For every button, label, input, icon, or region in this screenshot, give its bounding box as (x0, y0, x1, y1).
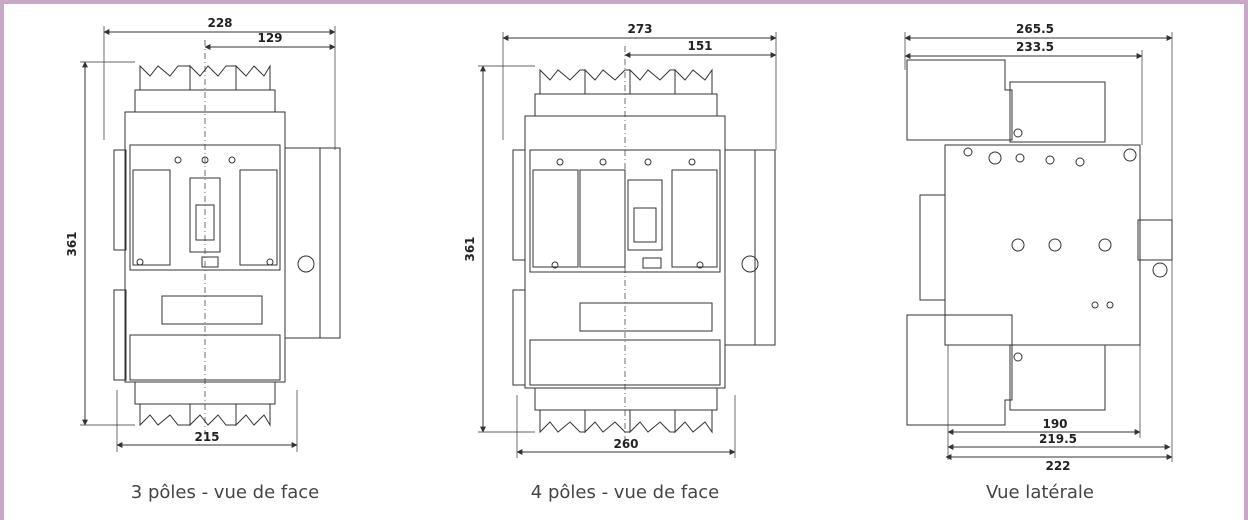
dim-height-4p: 361 (463, 236, 477, 261)
dim-bottom-4p: 260 (613, 437, 638, 451)
dim-side-top1: 265.5 (1016, 22, 1054, 36)
dim-bottom-3p: 215 (194, 430, 219, 444)
dim-side-bottom2: 219.5 (1039, 432, 1077, 446)
view-4-poles-front (478, 32, 777, 458)
caption-4-poles: 4 pôles - vue de face (530, 482, 720, 503)
dim-side-bottom3: 222 (1045, 459, 1070, 473)
dim-side-bottom1: 190 (1042, 417, 1067, 431)
dim-top-half-3p: 129 (257, 31, 282, 45)
view-side (904, 32, 1173, 462)
dim-height-3p: 361 (65, 231, 79, 256)
caption-3-poles: 3 pôles - vue de face (130, 482, 320, 503)
dim-side-top2: 233.5 (1016, 40, 1054, 54)
dim-top-4p: 273 (627, 22, 652, 36)
view-3-poles-front (80, 26, 341, 452)
caption-side-view: Vue latérale (986, 482, 1094, 503)
dim-top-3p: 228 (207, 16, 232, 30)
dim-top-half-4p: 151 (687, 39, 712, 53)
